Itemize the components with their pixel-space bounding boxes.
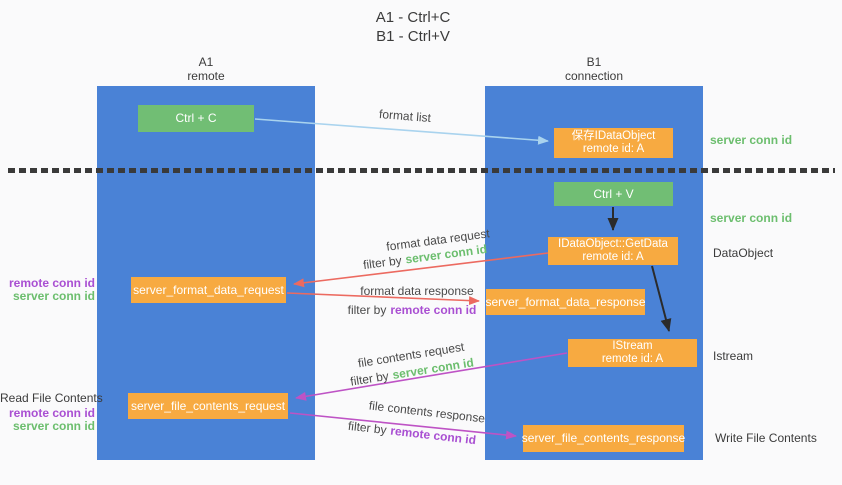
- remote-conn-id-text: remote conn id: [8, 406, 95, 420]
- server-format-data-response-label: server_format_data_response: [485, 294, 646, 309]
- ctrl-c-label: Ctrl + C: [175, 111, 217, 125]
- server-file-contents-request-node: server_file_contents_request: [128, 393, 288, 419]
- remote-conn-id-text: remote conn id: [389, 423, 477, 448]
- column-b-name: B1: [586, 55, 602, 69]
- column-b-header: B1 connection: [524, 55, 664, 83]
- column-b-subtitle: connection: [564, 69, 624, 83]
- read-file-contents-label: Read File Contents: [0, 391, 103, 405]
- server-format-data-request-label: server_format_data_request: [133, 282, 284, 297]
- ctrl-v-label: Ctrl + V: [593, 186, 634, 201]
- filter-by-text: filter by: [347, 303, 387, 317]
- server-conn-id-text: server conn id: [710, 211, 793, 225]
- server-conn-id-text: server conn id: [12, 419, 95, 433]
- server-file-contents-request-label: server_file_contents_request: [130, 398, 286, 413]
- istream-label-line2: remote id: A: [601, 353, 664, 365]
- idataobject-getdata-node: IDataObject::GetData remote id: A: [548, 237, 678, 265]
- title-line-2: B1 - Ctrl+V: [376, 28, 450, 45]
- server-file-contents-response-label: server_file_contents_response: [521, 431, 686, 445]
- server-format-data-response-node: server_format_data_response: [485, 289, 646, 315]
- title-line-1: A1 - Ctrl+C: [375, 9, 451, 26]
- server-conn-id-text: server conn id: [710, 133, 793, 147]
- remote-conn-id-text: remote conn id: [8, 276, 95, 290]
- dataobject-label: DataObject: [713, 246, 774, 260]
- filter-by-text: filter by: [349, 368, 390, 389]
- istream-side-label: Istream: [713, 349, 754, 363]
- column-a-subtitle: remote: [187, 69, 225, 83]
- server-file-contents-response-node: server_file_contents_response: [521, 425, 686, 452]
- write-file-contents-label: Write File Contents: [715, 431, 817, 445]
- column-a-name: A1: [198, 55, 214, 69]
- format-list-label: format list: [378, 106, 432, 126]
- column-a-header: A1 remote: [136, 55, 276, 83]
- istream-node: IStream remote id: A: [568, 339, 697, 367]
- filter-by-text: filter by: [347, 418, 388, 438]
- machine-boundary-dotted-line: [8, 168, 835, 173]
- idataobject-getdata-label-line1: IDataObject::GetData: [558, 238, 668, 250]
- remote-conn-id-text: remote conn id: [390, 303, 477, 317]
- server-format-data-request-node: server_format_data_request: [131, 277, 286, 303]
- idataobject-getdata-label-line2: remote id: A: [582, 251, 644, 263]
- left-conn-id-labels-format: remote conn id server conn id: [0, 277, 95, 303]
- diagram-title: A1 - Ctrl+C B1 - Ctrl+V: [328, 8, 498, 46]
- left-conn-id-labels-file: remote conn id server conn id: [0, 407, 95, 433]
- server-conn-id-text: server conn id: [12, 289, 95, 303]
- save-idataobject-node: 保存IDataObject remote id: A: [554, 128, 673, 158]
- save-idataobject-label-line2: remote id: A: [582, 143, 645, 155]
- ctrl-v-node: Ctrl + V: [554, 182, 673, 206]
- istream-label-line1: IStream: [612, 340, 653, 352]
- save-idataobject-label-line1: 保存IDataObject: [571, 130, 656, 142]
- ctrl-c-node: Ctrl + C: [138, 105, 254, 132]
- format-data-response-label: format data response: [360, 284, 474, 298]
